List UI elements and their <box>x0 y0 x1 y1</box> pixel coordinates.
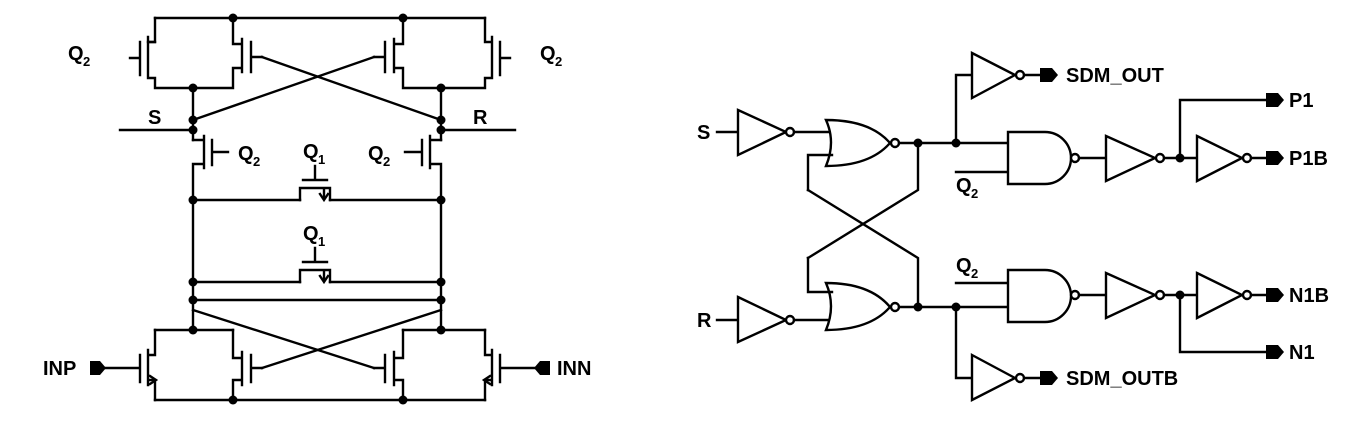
label-inp: INP <box>43 358 76 380</box>
label-s-input: S <box>697 122 710 144</box>
svg-text:1: 1 <box>318 152 325 167</box>
label-q2-mid-left: Q <box>238 143 254 165</box>
pmos-latch-right <box>372 16 443 90</box>
cross-couple-top-b <box>191 55 376 122</box>
p1-pin-icon <box>1266 93 1284 107</box>
pmos-latch-left <box>191 16 264 90</box>
nor-gate-top-icon <box>824 118 892 168</box>
label-n1b: N1B <box>1289 285 1329 307</box>
label-sdm-outb: SDM_OUTB <box>1066 368 1178 390</box>
cross-feedback-b <box>806 188 920 309</box>
nmos-input-inn <box>481 328 537 402</box>
inverter-sdm-outb-icon <box>970 352 1018 402</box>
inverter-n1b-icon <box>1195 271 1245 320</box>
cross-feedback-a <box>806 141 920 260</box>
inp-pin-icon <box>90 361 106 375</box>
label-r-node: R <box>473 107 488 129</box>
inverter-p1-icon <box>1104 134 1158 183</box>
pmos-reset-q2-left <box>128 16 195 90</box>
label-inn: INN <box>557 358 591 380</box>
label-q1-bottom: Q <box>303 223 319 245</box>
nmos-switch-q2-right <box>403 134 443 202</box>
nmos-q1-lower <box>298 246 332 285</box>
left-schematic: Q 2 Q 2 S R Q 2 Q 2 Q 1 Q 1 INP INN <box>43 13 591 405</box>
nmos-latch-bottom-right <box>372 328 405 402</box>
svg-text:2: 2 <box>971 266 978 281</box>
label-q2-bottom-nand: Q <box>956 255 972 277</box>
svg-text:1: 1 <box>318 234 325 249</box>
svg-text:2: 2 <box>253 154 260 169</box>
inverter-sdm-out-icon <box>970 51 1018 101</box>
inverter-r-icon <box>736 295 789 344</box>
p1b-pin-icon <box>1266 151 1284 165</box>
svg-text:2: 2 <box>555 54 562 69</box>
label-r-input: R <box>697 310 712 332</box>
sdm-out-pin-icon <box>1040 68 1058 82</box>
cross-couple-top-a <box>260 55 443 122</box>
nor-gate-bottom-icon <box>824 281 892 332</box>
label-sdm-out: SDM_OUT <box>1066 65 1164 87</box>
nmos-q1-upper <box>298 164 332 203</box>
right-schematic: S R SDM_OUT SDM_OUTB P1 P1B N1B N1 Q 2 Q… <box>697 51 1329 402</box>
nand-gate-bottom-icon <box>1006 268 1073 324</box>
inverter-p1b-icon <box>1195 134 1245 183</box>
n1b-pin-icon <box>1266 288 1284 302</box>
inverter-n1-icon <box>1104 271 1158 320</box>
nmos-latch-bottom-left <box>231 328 264 402</box>
label-q2-top-nand: Q <box>956 175 972 197</box>
cross-couple-bottom-b <box>191 308 376 370</box>
label-q2-right: Q <box>540 43 556 65</box>
inn-pin-icon <box>534 361 550 375</box>
label-p1: P1 <box>1289 90 1313 112</box>
n1-pin-icon <box>1266 345 1284 359</box>
svg-text:2: 2 <box>83 54 90 69</box>
label-s-node: S <box>148 107 161 129</box>
nmos-input-inp <box>103 328 159 402</box>
nmos-switch-q2-left <box>191 134 230 202</box>
svg-text:2: 2 <box>971 186 978 201</box>
cross-couple-bottom-a <box>260 308 443 370</box>
nand-gate-top-icon <box>1006 130 1073 186</box>
label-q2-left: Q <box>68 43 84 65</box>
sdm-outb-pin-icon <box>1040 371 1058 385</box>
pmos-reset-q2-right <box>439 16 512 90</box>
inverter-s-icon <box>736 108 789 157</box>
label-p1b: P1B <box>1289 148 1328 170</box>
label-q1-top: Q <box>303 141 319 163</box>
label-q2-mid-right: Q <box>368 143 384 165</box>
svg-text:2: 2 <box>383 154 390 169</box>
label-n1: N1 <box>1289 342 1315 364</box>
